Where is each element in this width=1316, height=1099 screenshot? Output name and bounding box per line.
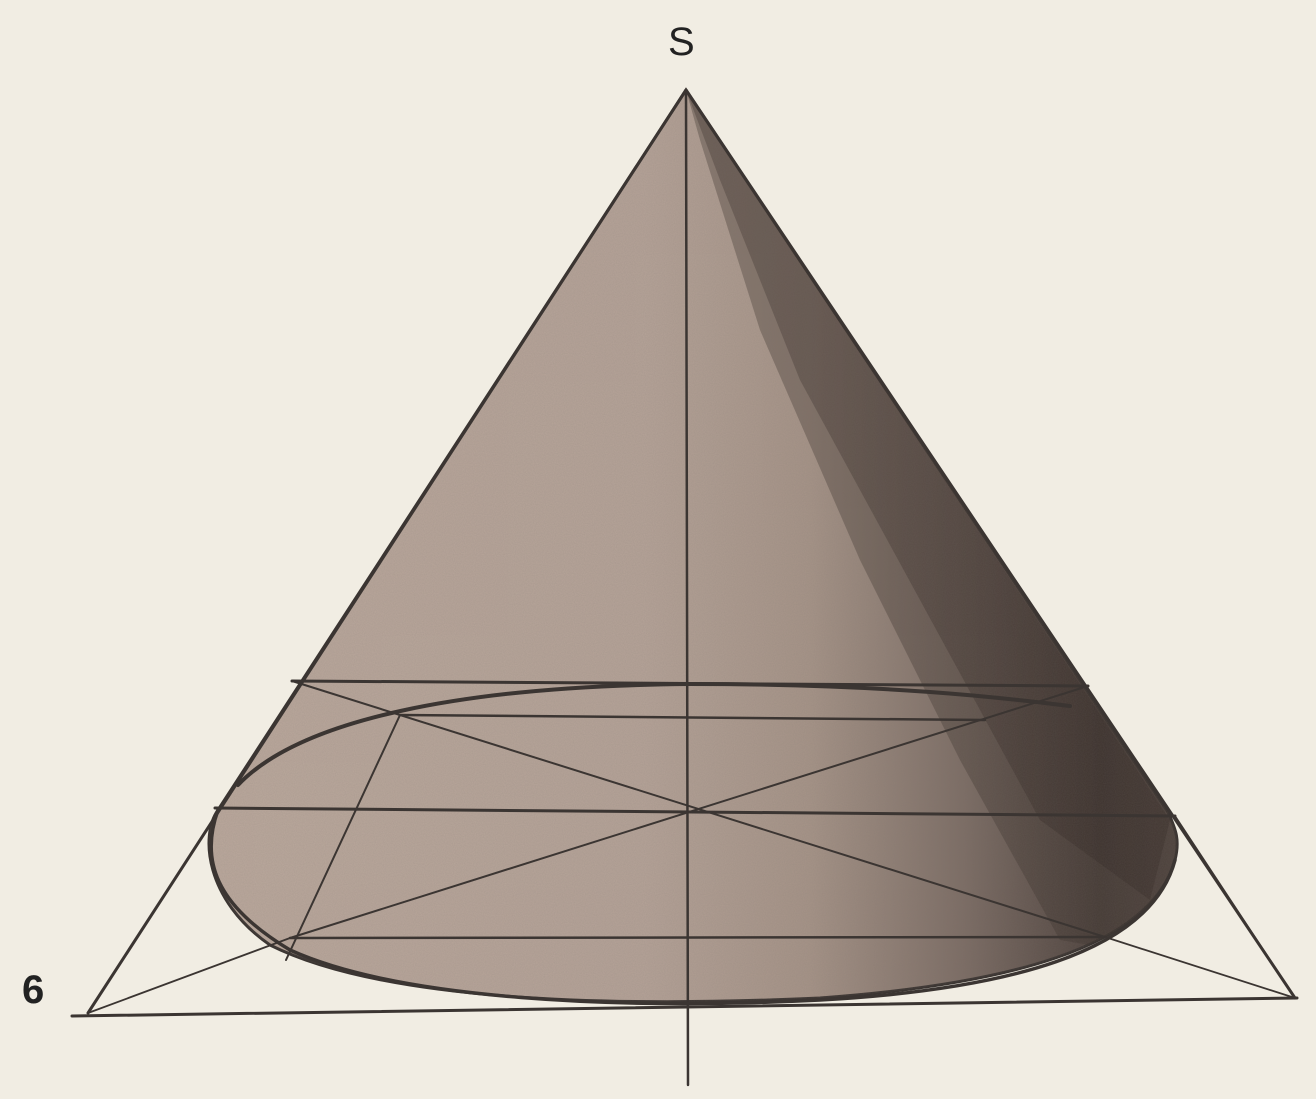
left-base-tangent — [87, 937, 291, 1014]
base-ellipse-back — [236, 681, 1072, 787]
cone-left-edge — [86, 88, 688, 1015]
left-tangent — [285, 714, 401, 961]
base-ellipse-front — [209, 808, 1177, 1006]
right-outer-edge — [1174, 815, 1296, 999]
horizontal-line-upper — [398, 713, 987, 722]
construction-lines — [70, 88, 1299, 1087]
cone-right-edge — [684, 88, 1297, 1000]
figure-number: 6 — [22, 968, 45, 1012]
apex-label: S — [668, 20, 695, 64]
baseline — [70, 996, 1299, 1018]
horizontal-line-lower — [288, 935, 1107, 940]
horizontal-line-middle — [213, 806, 1177, 818]
right-tangent — [1104, 936, 1296, 999]
vertical-axis — [684, 90, 690, 1087]
diagonal-right-down — [289, 685, 1089, 939]
